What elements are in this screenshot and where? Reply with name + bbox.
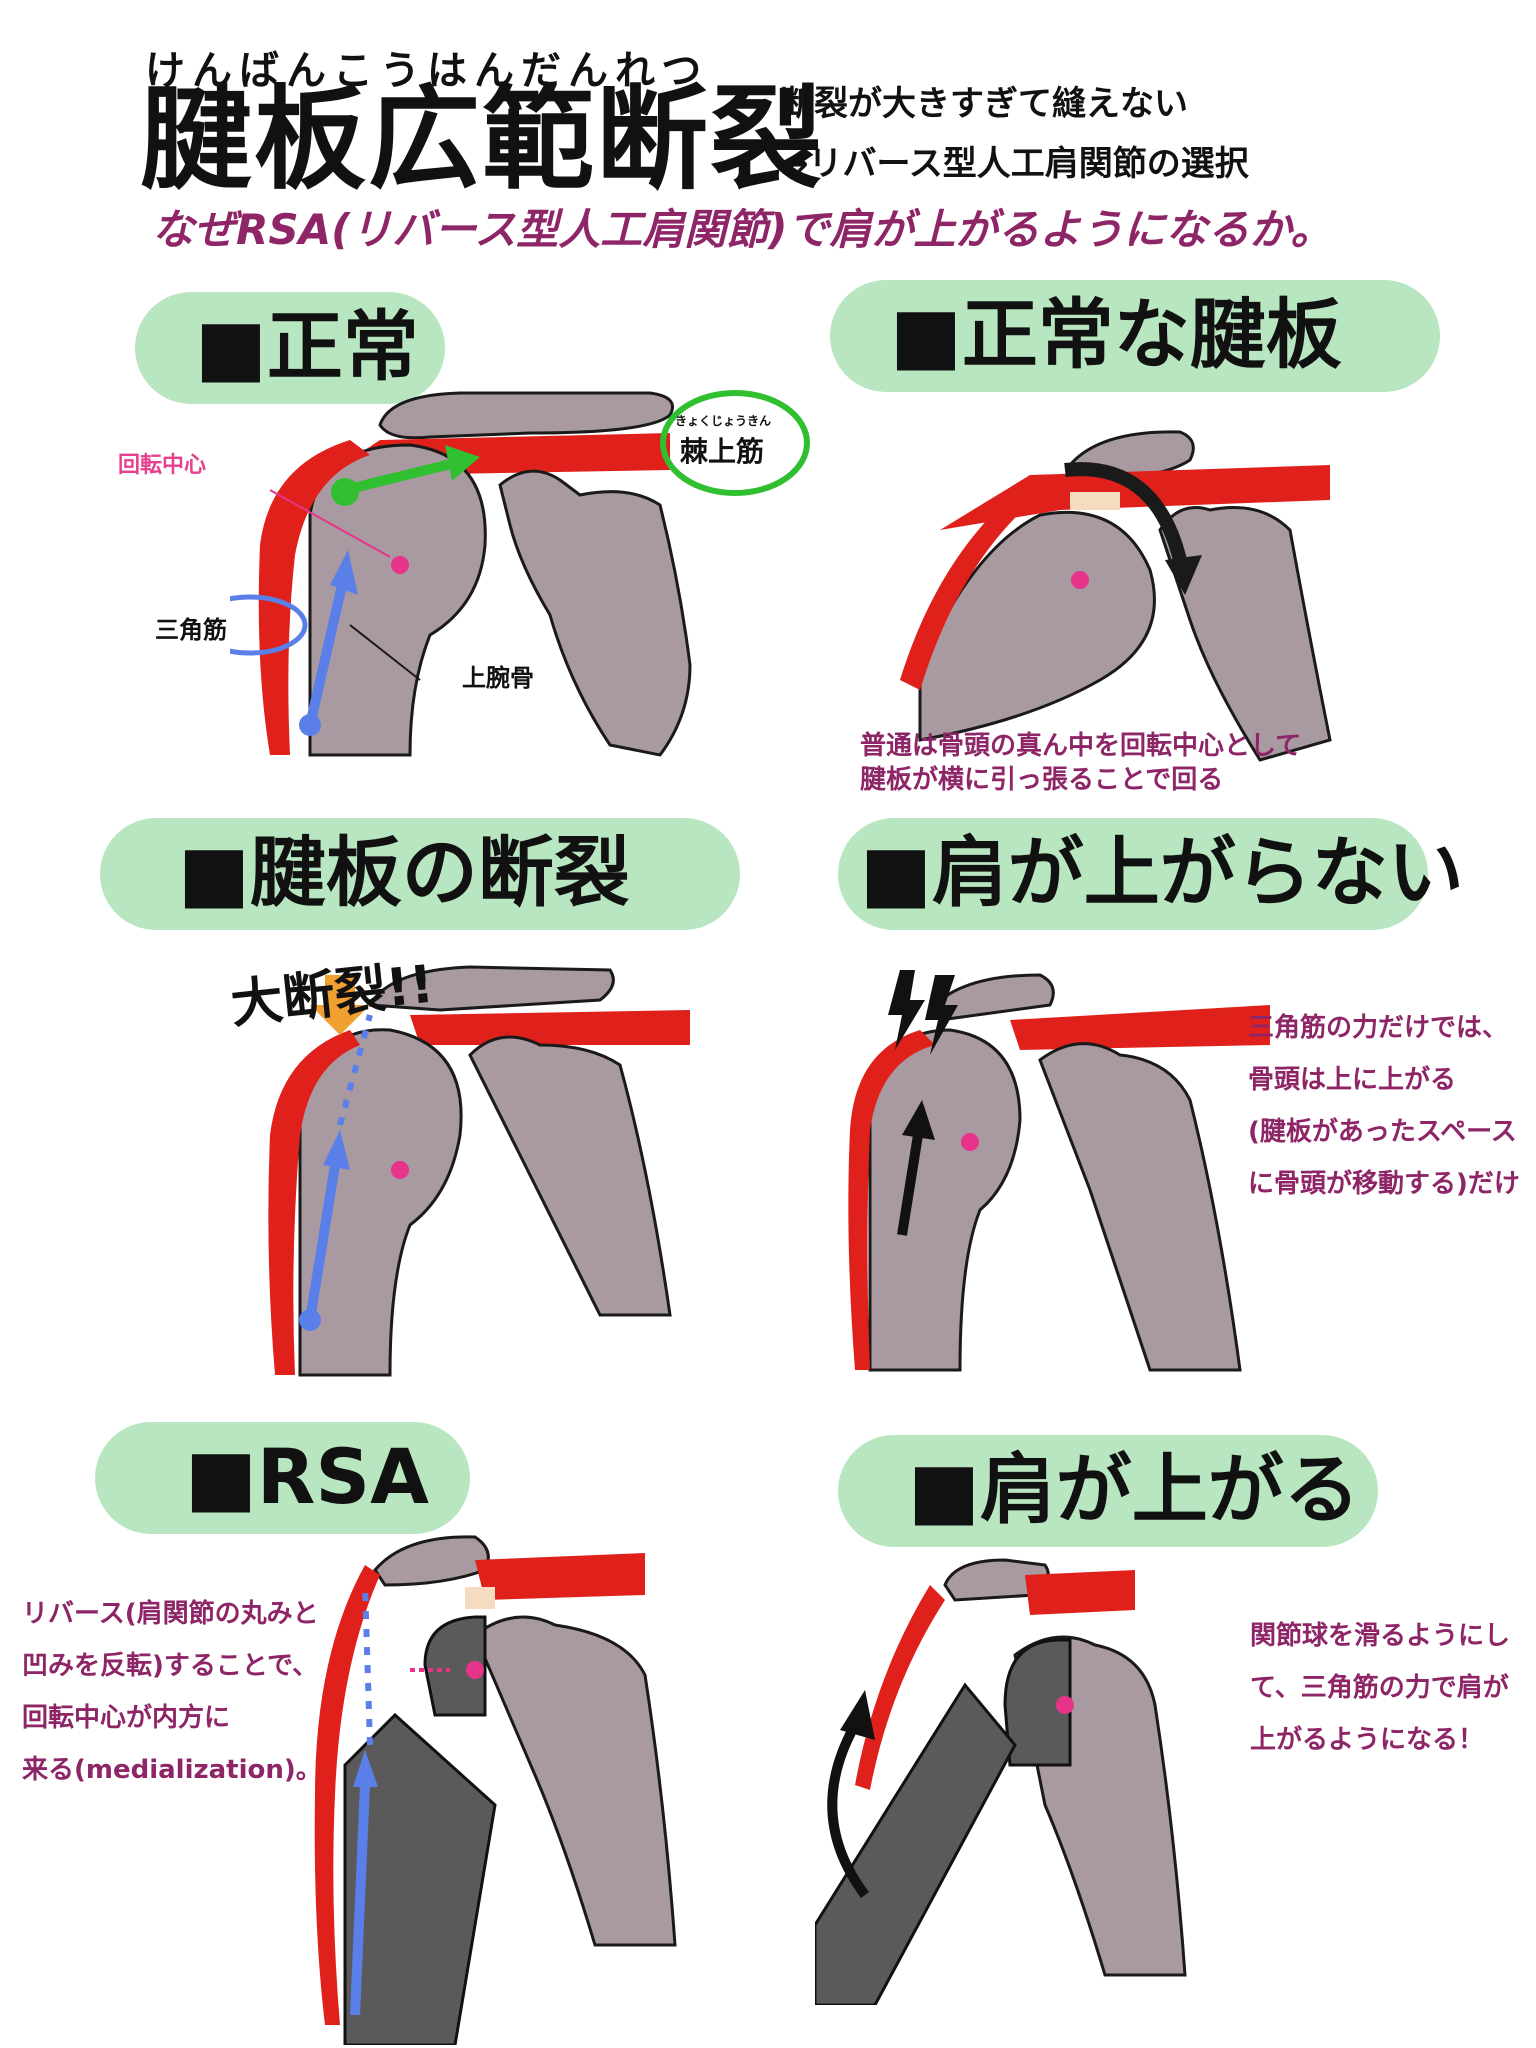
rotation-center-dot	[1071, 571, 1089, 589]
normal-cuff-desc-1: 普通は骨頭の真ん中を回転中心として	[860, 731, 1302, 761]
cannot-raise-desc-3: (腱板があったスペース	[1248, 1117, 1517, 1147]
supraspinatus-circle	[660, 390, 810, 496]
rotation-center-dot	[391, 1161, 409, 1179]
scapula	[473, 1615, 677, 1947]
can-raise-illustration	[815, 1558, 1187, 2005]
can-raise-desc-1: 関節球を滑るようにし	[1250, 1621, 1511, 1651]
normal-shoulder-illustration	[230, 390, 810, 757]
acromion	[378, 391, 674, 440]
scapula	[498, 469, 692, 757]
rotation-center-dot	[391, 556, 409, 574]
deltoid-label: 三角筋	[155, 616, 227, 644]
heading-normal-cuff-text: 正常な腱板	[890, 286, 1342, 385]
raise-arrow	[827, 1722, 870, 1898]
deltoid-muscle	[900, 480, 1040, 690]
rotation-arrow	[1064, 462, 1187, 562]
supraspinatus-muscle	[1010, 1005, 1270, 1050]
heading-normal-cuff: 正常な腱板	[830, 280, 1440, 392]
supraspinatus-label: 棘上筋	[680, 435, 765, 468]
glenosphere	[1003, 1638, 1072, 1767]
scapula	[1038, 1042, 1242, 1372]
deltoid-muscle	[258, 440, 370, 755]
deltoid-circle	[230, 594, 308, 656]
humerus	[868, 1028, 1022, 1372]
deltoid-muscle	[855, 1585, 945, 1790]
cannot-raise-desc-1: 三角筋の力だけでは、	[1248, 1013, 1509, 1043]
deltoid-muscle	[268, 1030, 360, 1375]
tear-arrow	[310, 975, 370, 1035]
supraspinatus-reading: きょくじょうきん	[675, 414, 772, 428]
impingement-bolt-icon	[888, 970, 925, 1050]
scapula	[1158, 506, 1332, 762]
note-line-2: →リバース型人工肩関節の選択	[780, 144, 1249, 184]
page-subtitle: なぜRSA(リバース型人工肩関節)で肩が上がるようになるか。	[152, 205, 1333, 254]
cannot-raise-desc: 三角筋の力だけでは、 骨頭は上に上がる (腱板があったスペース に骨頭が移動する…	[1248, 1002, 1520, 1210]
can-raise-desc-3: 上がるようになる！	[1250, 1725, 1485, 1755]
cuff-tear-illustration	[268, 965, 690, 1377]
rsa-desc: リバース(肩関節の丸みと 凹みを反転)することで、 回転中心が内方に 来る(me…	[22, 1588, 322, 1796]
cannot-raise-illustration	[848, 970, 1270, 1372]
scapula	[468, 1035, 672, 1317]
title-furigana: けんばんこうはんだんれつ	[145, 48, 709, 94]
can-raise-desc: 関節球を滑るようにし て、三角筋の力で肩が 上がるようになる！	[1250, 1610, 1510, 1766]
note-line-1: 断裂が大きすぎて縫えない	[780, 84, 1188, 124]
glenosphere	[423, 1615, 487, 1717]
supraspinatus-muscle	[1025, 1570, 1135, 1615]
humerus	[918, 510, 1156, 742]
rsa-illustration	[314, 1535, 677, 2045]
rotation-center-dot	[466, 1661, 484, 1679]
supraspinatus-muscle	[940, 465, 1330, 530]
green-pull-arrow	[343, 458, 457, 495]
heading-cannot-raise: 肩が上がらない	[838, 818, 1464, 930]
heading-can-raise-text: 肩が上がる	[908, 1441, 1360, 1540]
acromion	[373, 1535, 490, 1587]
rotation-center-dot	[961, 1133, 979, 1151]
impingement-bolt-icon-2	[925, 975, 958, 1055]
acromion	[927, 973, 1055, 1022]
heading-rsa: RSA	[95, 1422, 470, 1534]
heading-cuff-tear: 腱板の断裂	[100, 818, 740, 930]
rotation-center-dot	[1056, 1696, 1074, 1714]
rsa-desc-2: 凹みを反転)することで、	[22, 1651, 319, 1681]
can-raise-desc-2: て、三角筋の力で肩が	[1250, 1673, 1509, 1703]
humeral-stem	[343, 1712, 497, 2045]
displacement-dotted-line	[337, 1014, 373, 1126]
normal-cuff-desc-2: 腱板が横に引っ張ることで回る	[860, 765, 1224, 795]
rsa-desc-1: リバース(肩関節の丸みと	[22, 1599, 319, 1629]
cannot-raise-desc-2: 骨頭は上に上がる	[1248, 1065, 1457, 1095]
blue-force-arrow	[305, 1164, 340, 1321]
deltoid-muscle	[848, 1030, 935, 1370]
torn-supraspinatus	[410, 1010, 690, 1045]
supraspinatus-muscle	[475, 1553, 645, 1600]
heading-rsa-text: RSA	[185, 1428, 429, 1527]
heading-cannot-raise-text: 肩が上がらない	[860, 824, 1464, 923]
cannot-raise-desc-4: に骨頭が移動する)だけ	[1248, 1169, 1520, 1199]
heading-normal-text: 正常	[195, 298, 419, 397]
upward-arrow	[897, 1134, 923, 1236]
blue-force-arrow	[350, 1784, 370, 2016]
heading-normal: 正常	[135, 292, 445, 404]
heading-cuff-tear-text: 腱板の断裂	[178, 824, 630, 923]
humerus	[298, 1028, 463, 1377]
rsa-desc-4: 来る(medialization)。	[22, 1755, 322, 1785]
deltoid-muscle	[314, 1565, 380, 2025]
page-title: 腱板広範断裂	[140, 75, 824, 205]
rotation-center-label: 回転中心	[118, 453, 207, 478]
rsa-desc-3: 回転中心が内方に	[22, 1703, 231, 1733]
normal-cuff-illustration	[900, 430, 1332, 762]
humeral-stem	[815, 1682, 1017, 2005]
acromion	[367, 965, 615, 1012]
heading-can-raise: 肩が上がる	[838, 1435, 1378, 1547]
humerus-label: 上腕骨	[462, 664, 534, 692]
blue-force-arrow	[305, 583, 347, 727]
